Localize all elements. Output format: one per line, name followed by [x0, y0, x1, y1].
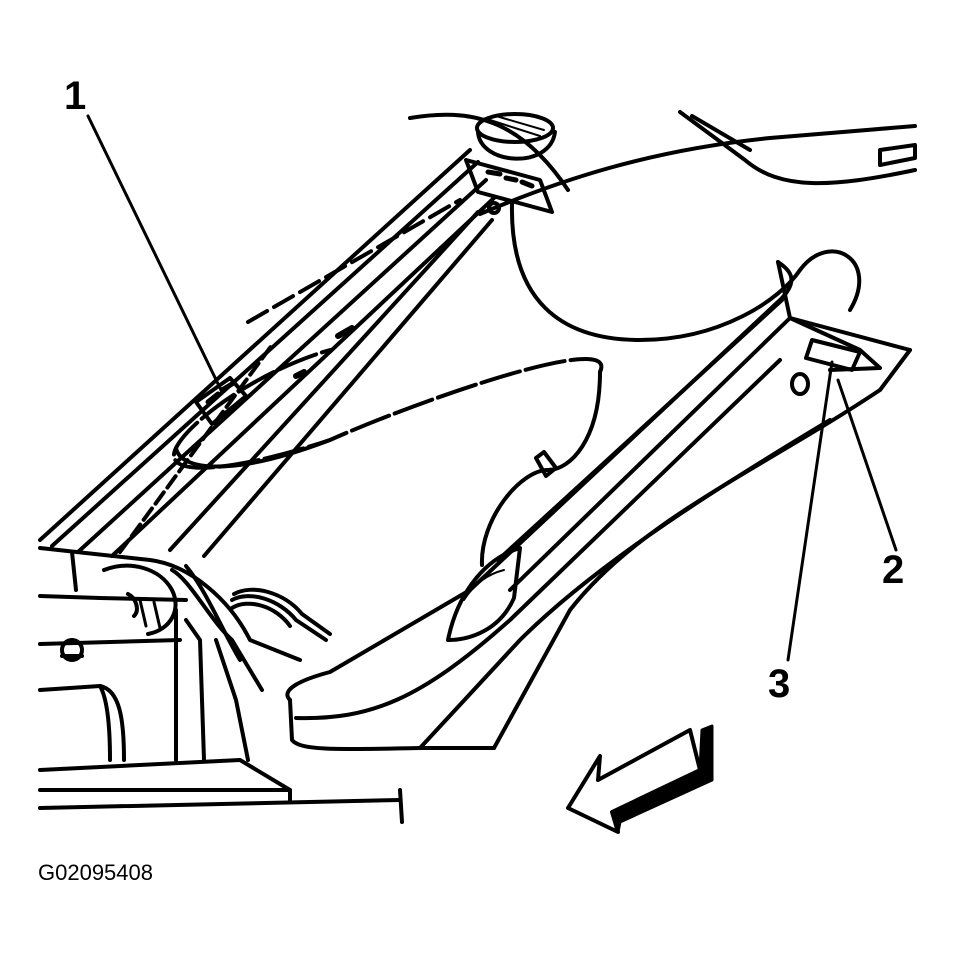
- trim-label: [804, 338, 862, 372]
- dome-housing: [475, 112, 557, 161]
- leader-line-3: [786, 360, 834, 662]
- leader-line-1: [86, 114, 224, 394]
- callout-3: 3: [768, 662, 791, 706]
- callout-2: 2: [882, 548, 905, 592]
- figure-id: G02095408: [38, 860, 153, 885]
- headliner-edge: [408, 110, 917, 216]
- top-connector: [464, 158, 554, 215]
- pillar-trim-panel: [285, 260, 912, 752]
- lower-body: [38, 546, 404, 824]
- arrow-forward-icon: [566, 724, 714, 834]
- leader-line-2: [836, 378, 898, 552]
- callout-1: 1: [64, 74, 87, 118]
- leader-lines: [86, 114, 898, 662]
- windshield-pillar: [38, 148, 496, 558]
- wiring-harness: [172, 202, 862, 567]
